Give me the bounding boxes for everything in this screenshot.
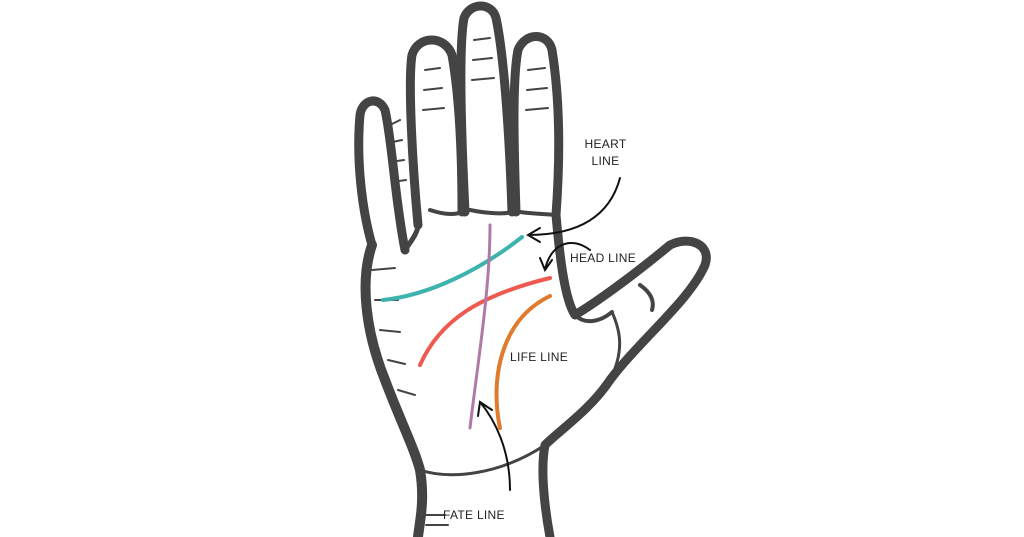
- heart-line-label-2: LINE: [591, 154, 620, 168]
- arrows: [477, 177, 621, 491]
- fate-line-label: FATE LINE: [443, 508, 505, 522]
- life-line-label: LIFE LINE: [510, 350, 569, 364]
- heart-line-mark: [381, 235, 524, 302]
- head-line-mark: [418, 276, 552, 367]
- heart-line-label: HEART LINE: [578, 136, 633, 170]
- heart-arrow: [526, 177, 621, 243]
- heart-line-label-1: HEART: [584, 137, 627, 151]
- life-line-mark: [494, 294, 552, 430]
- palm-lines: [381, 223, 552, 430]
- fate-line-mark: [468, 223, 492, 430]
- head-arrow: [539, 241, 591, 273]
- head-line-label: HEAD LINE: [570, 251, 637, 265]
- hand-outline: [354, 1, 711, 537]
- fate-arrow: [477, 400, 511, 491]
